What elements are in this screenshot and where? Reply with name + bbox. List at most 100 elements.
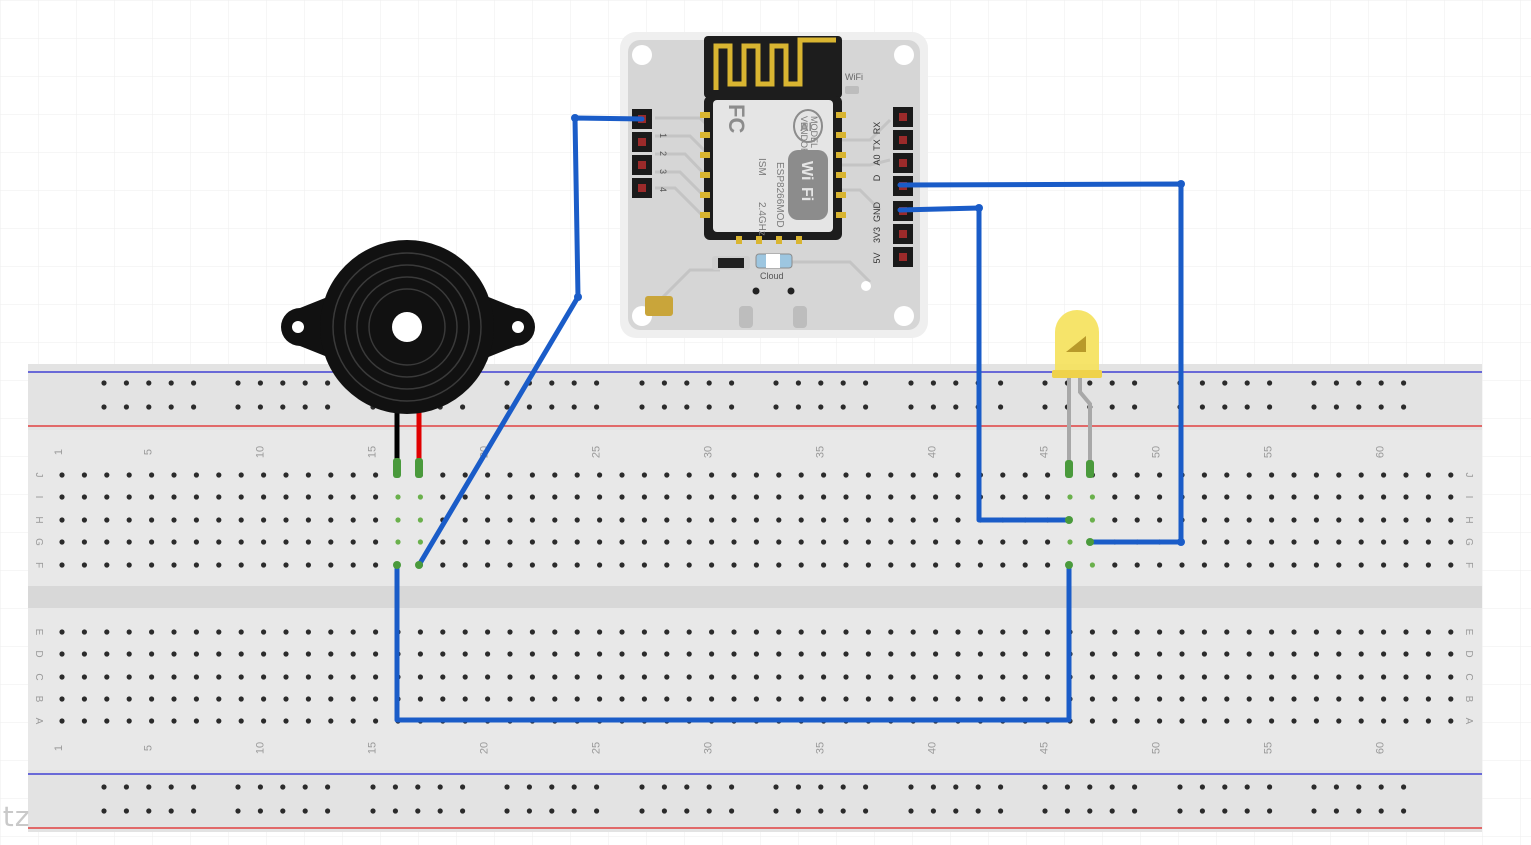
breadboard-hole — [933, 651, 939, 657]
breadboard-hole — [1089, 674, 1095, 680]
header-pin-socket — [638, 161, 646, 169]
breadboard-hole — [126, 651, 132, 657]
breadboard-hole — [686, 472, 692, 478]
mount-hole-br — [894, 306, 914, 326]
breadboard-hole — [731, 562, 737, 568]
breadboard-hole — [1112, 472, 1118, 478]
rail-hole — [1267, 784, 1273, 790]
breadboard-hole — [149, 696, 155, 702]
rail-hole — [729, 784, 735, 790]
breadboard-hole — [1112, 651, 1118, 657]
breadboard-hole — [238, 651, 244, 657]
rail-hole — [168, 380, 174, 386]
breadboard-hole — [888, 517, 894, 523]
breadboard-hole — [1381, 494, 1387, 500]
breadboard-hole — [328, 539, 334, 545]
breadboard-hole — [1291, 517, 1297, 523]
rail-hole — [1333, 784, 1339, 790]
rail-hole — [325, 404, 331, 410]
breadboard-hole — [1000, 651, 1006, 657]
breadboard-hole — [529, 539, 536, 545]
breadboard-hole — [81, 517, 87, 523]
breadboard-hole — [776, 472, 782, 478]
breadboard-hole — [1291, 494, 1297, 500]
breadboard-hole — [1224, 494, 1230, 500]
breadboard-hole — [1336, 651, 1342, 657]
rail-hole — [953, 808, 959, 814]
breadboard-hole — [1112, 674, 1118, 680]
rail-hole — [661, 380, 668, 386]
rail-hole — [908, 784, 914, 790]
breadboard-hole — [305, 674, 311, 680]
breadboard-hole — [261, 472, 267, 478]
breadboard-hole — [574, 539, 580, 545]
column-number: 10 — [255, 446, 267, 458]
rail-hole — [1378, 380, 1384, 386]
breadboard-hole — [193, 494, 199, 500]
breadboard-hole — [1246, 718, 1252, 724]
breadboard-hole — [1425, 494, 1431, 500]
breadboard-hole — [865, 674, 872, 680]
breadboard-hole — [1000, 494, 1006, 500]
breadboard-hole — [753, 562, 760, 568]
breadboard-hole — [641, 674, 648, 680]
rail-hole — [257, 784, 263, 790]
rail-hole — [325, 380, 331, 386]
breadboard-hole — [1358, 539, 1364, 545]
row-letter: J — [33, 473, 44, 478]
rail-hole — [1132, 784, 1138, 790]
breadboard-hole — [283, 651, 289, 657]
breadboard-hole — [529, 517, 536, 523]
row-letter: A — [33, 718, 44, 725]
breadboard-hole — [798, 696, 804, 702]
breadboard-hole — [910, 494, 916, 500]
breadboard-hole — [1067, 539, 1073, 545]
breadboard-hole — [283, 539, 289, 545]
breadboard-hole — [731, 517, 737, 523]
rail-hole — [863, 808, 869, 814]
rail-hole — [1199, 380, 1205, 386]
rail-hole — [1311, 380, 1317, 386]
rail-hole — [661, 784, 668, 790]
rail-hole — [460, 404, 466, 410]
rail-hole — [863, 784, 869, 790]
breadboard-hole — [373, 629, 379, 635]
breadboard-hole — [104, 674, 110, 680]
breadboard-hole — [216, 517, 222, 523]
breadboard-hole — [1134, 562, 1140, 568]
breadboard-hole — [933, 472, 939, 478]
breadboard-hole — [910, 674, 916, 680]
chip-vendor: ISM — [756, 158, 767, 176]
rail-hole — [549, 380, 555, 386]
rail-hole — [1109, 380, 1115, 386]
breadboard-hole — [171, 696, 177, 702]
breadboard-hole — [1157, 472, 1163, 478]
breadboard-hole — [507, 629, 513, 635]
breadboard-hole — [1425, 517, 1431, 523]
breadboard-hole — [1089, 718, 1095, 724]
buzzer-lead-tip-1 — [393, 458, 401, 478]
breadboard-hole — [1045, 629, 1051, 635]
breadboard-hole — [81, 696, 87, 702]
breadboard-hole — [440, 562, 446, 568]
breadboard-hole — [238, 629, 244, 635]
breadboard-hole — [395, 517, 401, 523]
rail-hole — [975, 784, 981, 790]
breadboard-hole — [709, 696, 715, 702]
rail-hole — [460, 784, 466, 790]
breadboard-hole — [328, 629, 334, 635]
rail-hole — [840, 380, 846, 386]
breadboard-hole — [1246, 562, 1252, 568]
breadboard-hole — [664, 472, 670, 478]
buzzer-rings — [332, 252, 482, 402]
breadboard-hole — [1425, 539, 1431, 545]
bottom-power-rail — [28, 770, 1482, 832]
breadboard-hole — [462, 539, 468, 545]
breadboard-hole — [619, 472, 625, 478]
breadboard-hole — [888, 494, 894, 500]
breadboard-hole — [1112, 517, 1118, 523]
breadboard-hole — [1224, 629, 1230, 635]
breadboard-hole — [193, 651, 199, 657]
breadboard-hole — [1045, 539, 1051, 545]
